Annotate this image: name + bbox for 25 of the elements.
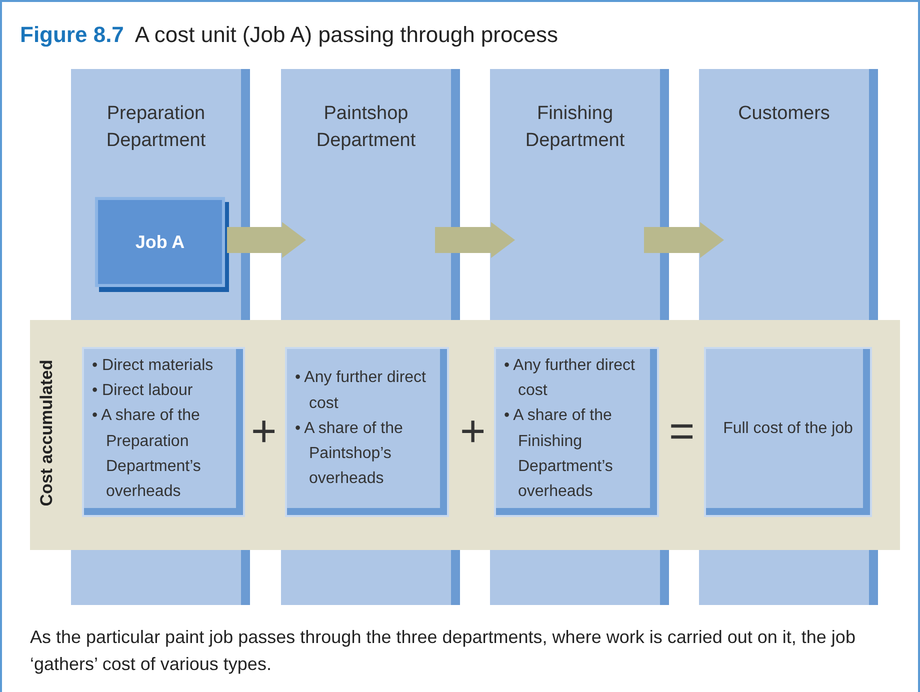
band-label: Cost accumulated bbox=[37, 358, 57, 508]
operator-sign: + bbox=[251, 410, 277, 454]
cost-item: • Any further direct cost bbox=[295, 368, 427, 414]
operator-sign: + bbox=[460, 410, 486, 454]
cost-item: • A share of the Finishing Department’s overheads bbox=[504, 406, 614, 502]
arrow bbox=[644, 222, 724, 258]
department-name: Paintshop Department bbox=[315, 102, 417, 153]
cost-item: • A share of the Paintshop’s overheads bbox=[295, 418, 404, 490]
arrow bbox=[435, 222, 515, 258]
operator-sign: = bbox=[669, 410, 695, 454]
figure-title: Figure 8.7 A cost unit (Job A) passing through process bbox=[20, 22, 558, 48]
department-name: Customers bbox=[737, 102, 831, 126]
cost-item: • Any further direct cost bbox=[504, 356, 636, 401]
department-column bbox=[490, 69, 669, 320]
arrow bbox=[227, 222, 306, 258]
cost-item: • Direct labour bbox=[92, 380, 194, 401]
cost-text: Full cost of the job bbox=[722, 418, 854, 439]
department-name: Finishing Department bbox=[524, 102, 626, 153]
department-name: Preparation Department bbox=[105, 102, 207, 153]
cost-item: • A share of the Preparation Department’s overheads bbox=[92, 406, 202, 502]
department-column bbox=[71, 69, 250, 320]
cost-item: • Direct materials bbox=[92, 356, 214, 376]
department-column bbox=[281, 69, 460, 320]
caption: As the particular paint job passes through the three departments, where work is carried out on it, the job ‘gathers’ cost of various types. bbox=[30, 626, 856, 676]
department-column bbox=[699, 69, 878, 320]
